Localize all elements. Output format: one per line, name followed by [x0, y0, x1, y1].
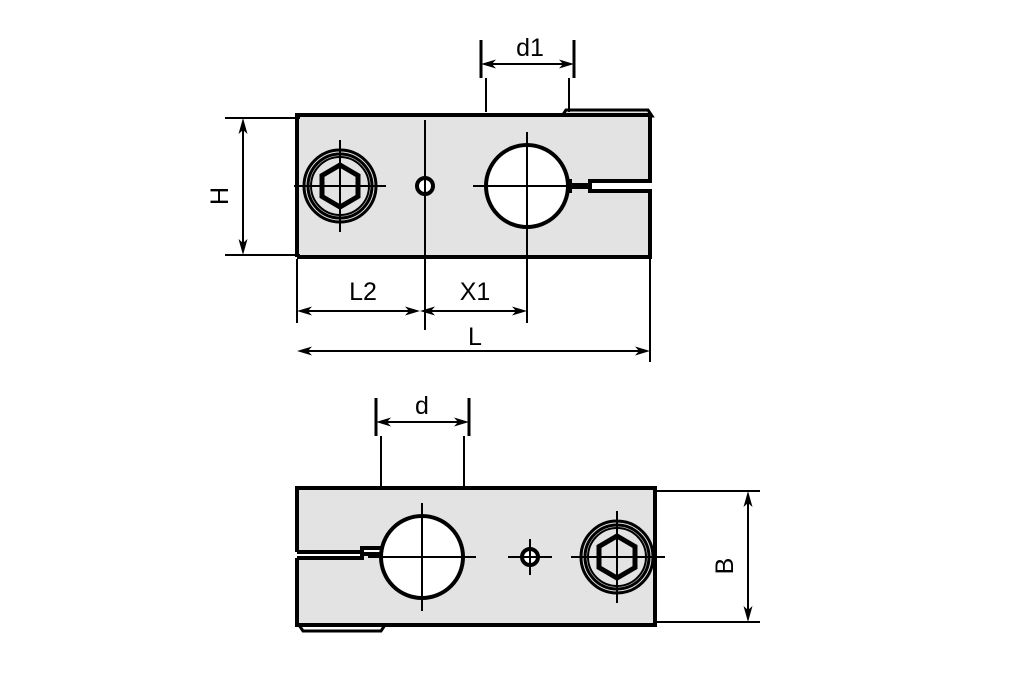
d1-arrow-left: [481, 59, 496, 69]
X1-arrow-left: [420, 306, 435, 316]
dimension-H: H: [206, 117, 300, 256]
L-arrow-right: [635, 346, 650, 356]
d1-arrow-right: [559, 59, 574, 69]
bottom-view: [295, 486, 665, 633]
L2-arrow-right: [405, 306, 420, 316]
bottom-view-body-lower: [297, 554, 655, 625]
top-view-socket-screw: [294, 140, 386, 232]
H-label: H: [206, 187, 234, 205]
d1-label: d1: [516, 34, 544, 62]
dimension-L: L: [297, 259, 651, 362]
B-label: B: [711, 558, 739, 575]
top-view: [294, 108, 655, 330]
X1-label: X1: [460, 278, 491, 306]
L2-arrow-left: [297, 306, 312, 316]
top-view-body-lower: [297, 186, 650, 257]
L-arrow-left: [297, 346, 312, 356]
L-label: L: [468, 323, 482, 351]
dimension-B: B: [653, 490, 760, 623]
d-arrow-right: [454, 417, 469, 427]
d-arrow-left: [376, 417, 391, 427]
B-arrow-bottom: [743, 606, 753, 622]
d-label: d: [415, 392, 429, 420]
bottom-view-socket-screw: [571, 511, 665, 603]
dimension-L2: L2: [296, 259, 420, 323]
H-arrow-bottom: [238, 239, 248, 255]
X1-arrow-right: [512, 306, 527, 316]
L2-label: L2: [349, 278, 377, 306]
bottom-view-body-upper: [297, 488, 655, 557]
dimension-d: d: [374, 392, 471, 486]
H-arrow-top: [238, 118, 248, 134]
dimension-X1: X1: [420, 230, 528, 323]
dimension-d1: d1: [479, 34, 576, 112]
top-view-outline-upper: [295, 113, 652, 257]
B-arrow-top: [743, 491, 753, 507]
top-view-outline-lower: [297, 185, 652, 259]
